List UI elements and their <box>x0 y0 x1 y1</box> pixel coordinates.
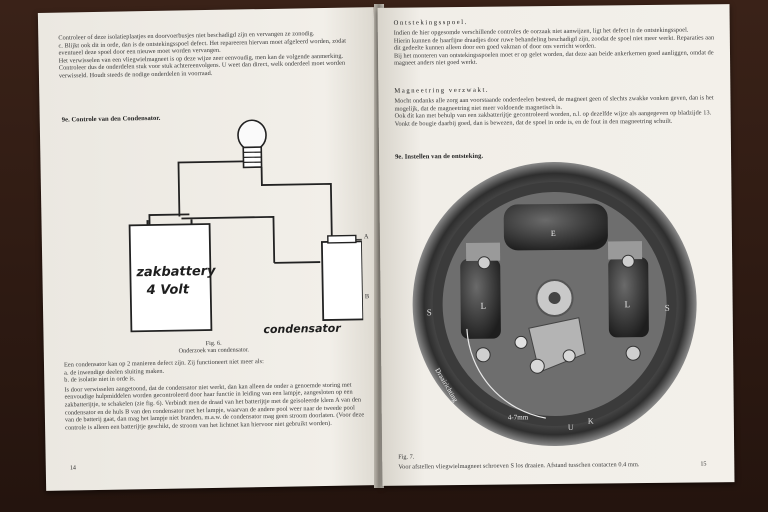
photo-letter-l2: L <box>624 299 631 310</box>
battery-label-2: 4 Volt <box>146 282 190 299</box>
circuit-wires <box>148 160 333 264</box>
rotation-arrow <box>466 328 546 419</box>
right-bottom-line: Voor afstellen vliegwielmagneet schroeve… <box>398 461 640 471</box>
condensator-test-diagram <box>128 119 364 333</box>
right-page: Ontstekingsspoel. Indien de hier opgesom… <box>377 4 735 486</box>
right-para-1-line-3: Bij het monteren van ontstekingsspoelen … <box>393 49 714 68</box>
hub-bore <box>548 292 561 305</box>
photo-letter-s2: S <box>664 302 670 313</box>
photo-letter-l1: L <box>480 300 487 311</box>
book-gutter <box>374 4 384 488</box>
battery-box <box>128 219 213 333</box>
point-b-label: B <box>364 293 370 301</box>
photo-letter-e: E <box>550 229 556 239</box>
coil-top <box>503 203 608 251</box>
left-top-line-3: Het verwisselen van een vliegwielmagneet… <box>58 52 346 80</box>
point-a-label: A <box>363 233 369 241</box>
right-heading-1: Ontstekingsspoel. <box>393 18 468 27</box>
left-page: Controleer of deze isolatieplaatjes en d… <box>37 7 383 491</box>
flywheel-magneto-photo <box>412 162 697 447</box>
left-page-number: 14 <box>69 464 77 472</box>
breaker-screw-3 <box>514 335 528 349</box>
screw-s-right <box>625 345 641 361</box>
left-body-line-4: Is door verwisselen aangetoond, dat de c… <box>64 381 365 432</box>
photo-letter-u: U <box>567 422 574 432</box>
lamp-icon <box>237 119 267 169</box>
photo-letter-s1: S <box>426 307 432 318</box>
pole-piece-right <box>607 241 643 260</box>
left-body-text: Een condensator kan op 2 manieren defect… <box>64 356 365 432</box>
coil-right <box>608 257 649 338</box>
photo-gap-text: 4-7mm <box>507 413 529 422</box>
breaker-screw-1 <box>529 358 545 374</box>
right-para-1: Indien de hier opgesomde verschillende c… <box>394 26 718 67</box>
breaker-screw-2 <box>562 349 576 363</box>
right-page-number: 15 <box>700 460 707 468</box>
right-para-2: Mocht ondanks alle zorg aan voorstaande … <box>394 94 718 128</box>
fig7-caption: Fig. 7. <box>398 453 415 461</box>
battery-label-1: zakbattery <box>136 263 216 281</box>
screw-top-left <box>477 256 491 270</box>
left-top-text: Controleer of deze isolatieplaatjes en d… <box>58 29 359 80</box>
screw-top-right <box>621 254 635 268</box>
pole-piece-left <box>465 242 501 261</box>
condenser-box <box>320 234 364 321</box>
screw-s-left <box>475 347 491 363</box>
photo-letter-k: K <box>587 416 594 426</box>
condenser-label: condensator <box>263 321 341 337</box>
coil-left <box>460 258 501 339</box>
right-heading-2: Magneetring verzwakt. <box>394 86 490 95</box>
